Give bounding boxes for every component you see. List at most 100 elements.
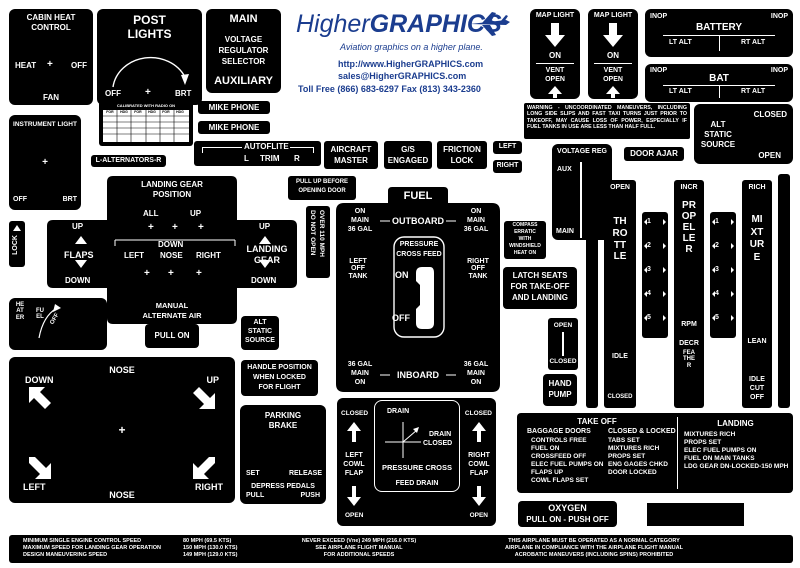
hand-pump-placard: HAND PUMP: [543, 374, 577, 406]
map-light-2-on: ON: [607, 51, 619, 60]
instrument-light-off: OFF: [13, 196, 27, 203]
compass-placard: COMPASS ERRATIC WITH WINDSHIELD HEAT ON: [504, 221, 546, 259]
quadrant-2-mark-2: 2: [715, 242, 719, 249]
oxygen-l1: OXYGEN: [548, 503, 587, 513]
cabin-heat-fan: FAN: [43, 93, 59, 102]
flaps-down: DOWN: [65, 276, 91, 285]
voltage-reg-placard: VOLTAGE REG AUX MAIN: [552, 144, 612, 240]
battery-inop-right: INOP: [770, 13, 788, 20]
crossfeed-drain-closed-2: CLOSED: [423, 440, 453, 447]
fuel-on-bottom-left: ON: [354, 379, 366, 386]
heater-fuel-arc-icon: [38, 304, 61, 339]
mike-phone-2: MIKE PHONE: [208, 123, 260, 132]
map-light-2-title: MAP LIGHT: [593, 12, 633, 19]
speed-left-2: MAXIMUM SPEED FOR LANDING GEAR OPERATION: [23, 545, 162, 551]
landing-gear-placard: [47, 176, 297, 324]
quadrant-2-mark-1: 1: [715, 218, 719, 225]
speed-left-val-1: 80 MPH (69.5 KTS): [183, 538, 232, 544]
fuel-gal-right: 36 GAL: [463, 226, 489, 233]
landing-gear-up: UP: [190, 209, 202, 218]
takeoff-left-6: FLAPS UP: [531, 469, 564, 476]
mixture-rich: RICH: [748, 184, 766, 191]
landing-gear-plus-3: +: [198, 222, 204, 233]
map-light-placard-2: MAP LIGHT ON VENT OPEN: [588, 9, 638, 99]
throttle-placard: OPEN THROTTLE IDLE CLOSED: [604, 180, 636, 408]
checklist-placard: TAKE OFF BAGGAGE DOORS CONTROLS FREE FUE…: [517, 413, 793, 493]
arrow-diagonal-icon: [193, 457, 215, 479]
parking-brake-push: PUSH: [300, 492, 320, 499]
fuel-off: OFF: [392, 313, 410, 323]
parking-brake-set: SET: [246, 470, 260, 477]
fuel-label: FUEL: [36, 308, 44, 321]
handle-position-l1: HANDLE POSITION: [247, 364, 312, 371]
mixture-off: OFF: [750, 394, 764, 401]
arrow-diagonal-icon: [29, 387, 51, 409]
arrow-down-icon: [545, 23, 565, 47]
calibration-title: CALIBRATED WITH RADIO ON: [116, 103, 176, 108]
takeoff-right-2: TABS SET: [608, 437, 640, 444]
cabin-heat-plus: +: [47, 59, 53, 70]
takeoff-right-4: PROPS SET: [608, 453, 646, 460]
arrow-up-icon: [606, 86, 620, 98]
map-light-1-vent: VENT: [545, 67, 565, 74]
landing-gear-plus-2: +: [172, 222, 178, 233]
fuel-on-main-left: ON: [354, 208, 366, 215]
right-placard: RIGHT: [493, 160, 522, 173]
nose-trim-right: RIGHT: [195, 482, 223, 492]
cabin-heat-title2: CONTROL: [31, 23, 71, 32]
arrow-diagonal-icon: [29, 457, 51, 479]
lock-placard: LOCK: [9, 221, 25, 267]
parking-brake-l2: BRAKE: [268, 421, 298, 430]
friction-lock-l1: FRICTION: [443, 145, 481, 154]
quadrant-1-mark-2: 2: [647, 242, 651, 249]
battery-inop-left: INOP: [650, 13, 668, 20]
brand-tagline: Aviation graphics on a higher plane.: [340, 42, 483, 52]
landing-gear-plus-5: +: [168, 268, 174, 279]
speed-right-3: ACROBATIC MANEUVERS (INCLUDING SPINS) PR…: [514, 552, 674, 558]
mike-phone-placard-1: MIKE PHONE: [198, 101, 270, 114]
instrument-light-title: INSTRUMENT LIGHT: [13, 121, 77, 128]
hand-pump-l2: PUMP: [548, 390, 572, 399]
mixture-lean: LEAN: [747, 338, 767, 345]
landing-gear-nose: NOSE: [160, 251, 183, 260]
landing-item-3: ELEC FUEL PUMPS ON: [684, 447, 757, 454]
speed-left-3: DESIGN MANEUVERING SPEED: [23, 552, 108, 558]
nose-trim-placard: NOSE DOWN UP + LEFT RIGHT NOSE: [9, 357, 235, 503]
left-cowl-flap-2: COWL: [343, 461, 365, 468]
do-not-open-placard: DO NOT OPEN OVER 110 MPH: [306, 206, 330, 278]
propeller-word: PROPELLER: [681, 200, 697, 255]
door-ajar-label: DOOR AJAR: [630, 149, 678, 158]
quadrant-marks-1: 1 2 3 4 5: [642, 212, 666, 338]
nose-trim-left: LEFT: [23, 482, 46, 492]
gs-engaged-l1: G/S: [401, 145, 415, 154]
left-cowl-flap-1: LEFT: [345, 452, 363, 459]
crossfeed-drain-closed-1: DRAIN: [429, 431, 452, 438]
brand-url[interactable]: http://www.HigherGRAPHICS.com: [338, 59, 484, 69]
nose-trim-down: DOWN: [25, 375, 54, 385]
nose-trim-plus: +: [118, 423, 126, 437]
quadrant-1-mark-4: 4: [647, 290, 651, 297]
pull-up-l1: PULL UP BEFORE: [295, 179, 349, 185]
propeller-rpm: RPM: [681, 321, 697, 328]
autoflite-title: AUTOFLITE: [244, 142, 289, 151]
landing-item-1: MIXTURES RICH: [684, 431, 736, 438]
post-lights-arc-icon: [112, 56, 189, 88]
left-cowl-flap-3: FLAP: [344, 470, 364, 477]
gear-landing: LANDING: [246, 244, 288, 254]
voltage-reg-title: VOLTAGE REG: [557, 148, 607, 155]
post-lights-title: POST: [133, 13, 166, 27]
takeoff-left-3: FUEL ON: [531, 445, 560, 452]
compass-l4: WINDSHIELD: [509, 243, 541, 249]
do-not-open-l2: OVER 110 MPH: [318, 210, 325, 257]
crossfeed-open-right: OPEN: [469, 512, 488, 519]
alt-static-open: OPEN: [758, 151, 781, 160]
arrow-down-icon: [603, 23, 623, 47]
throttle-open: OPEN: [610, 184, 630, 191]
brand-email[interactable]: sales@HigherGRAPHICS.com: [338, 71, 467, 81]
handle-position-l3: FOR FLIGHT: [258, 384, 301, 391]
left-placard: LEFT: [493, 141, 522, 154]
compass-l5: HEAT ON: [513, 250, 537, 256]
alt-static-2-l3: SOURCE: [245, 337, 275, 344]
landing-gear-plus-6: +: [196, 268, 202, 279]
voltage-regulator-main: MAIN: [229, 13, 258, 25]
